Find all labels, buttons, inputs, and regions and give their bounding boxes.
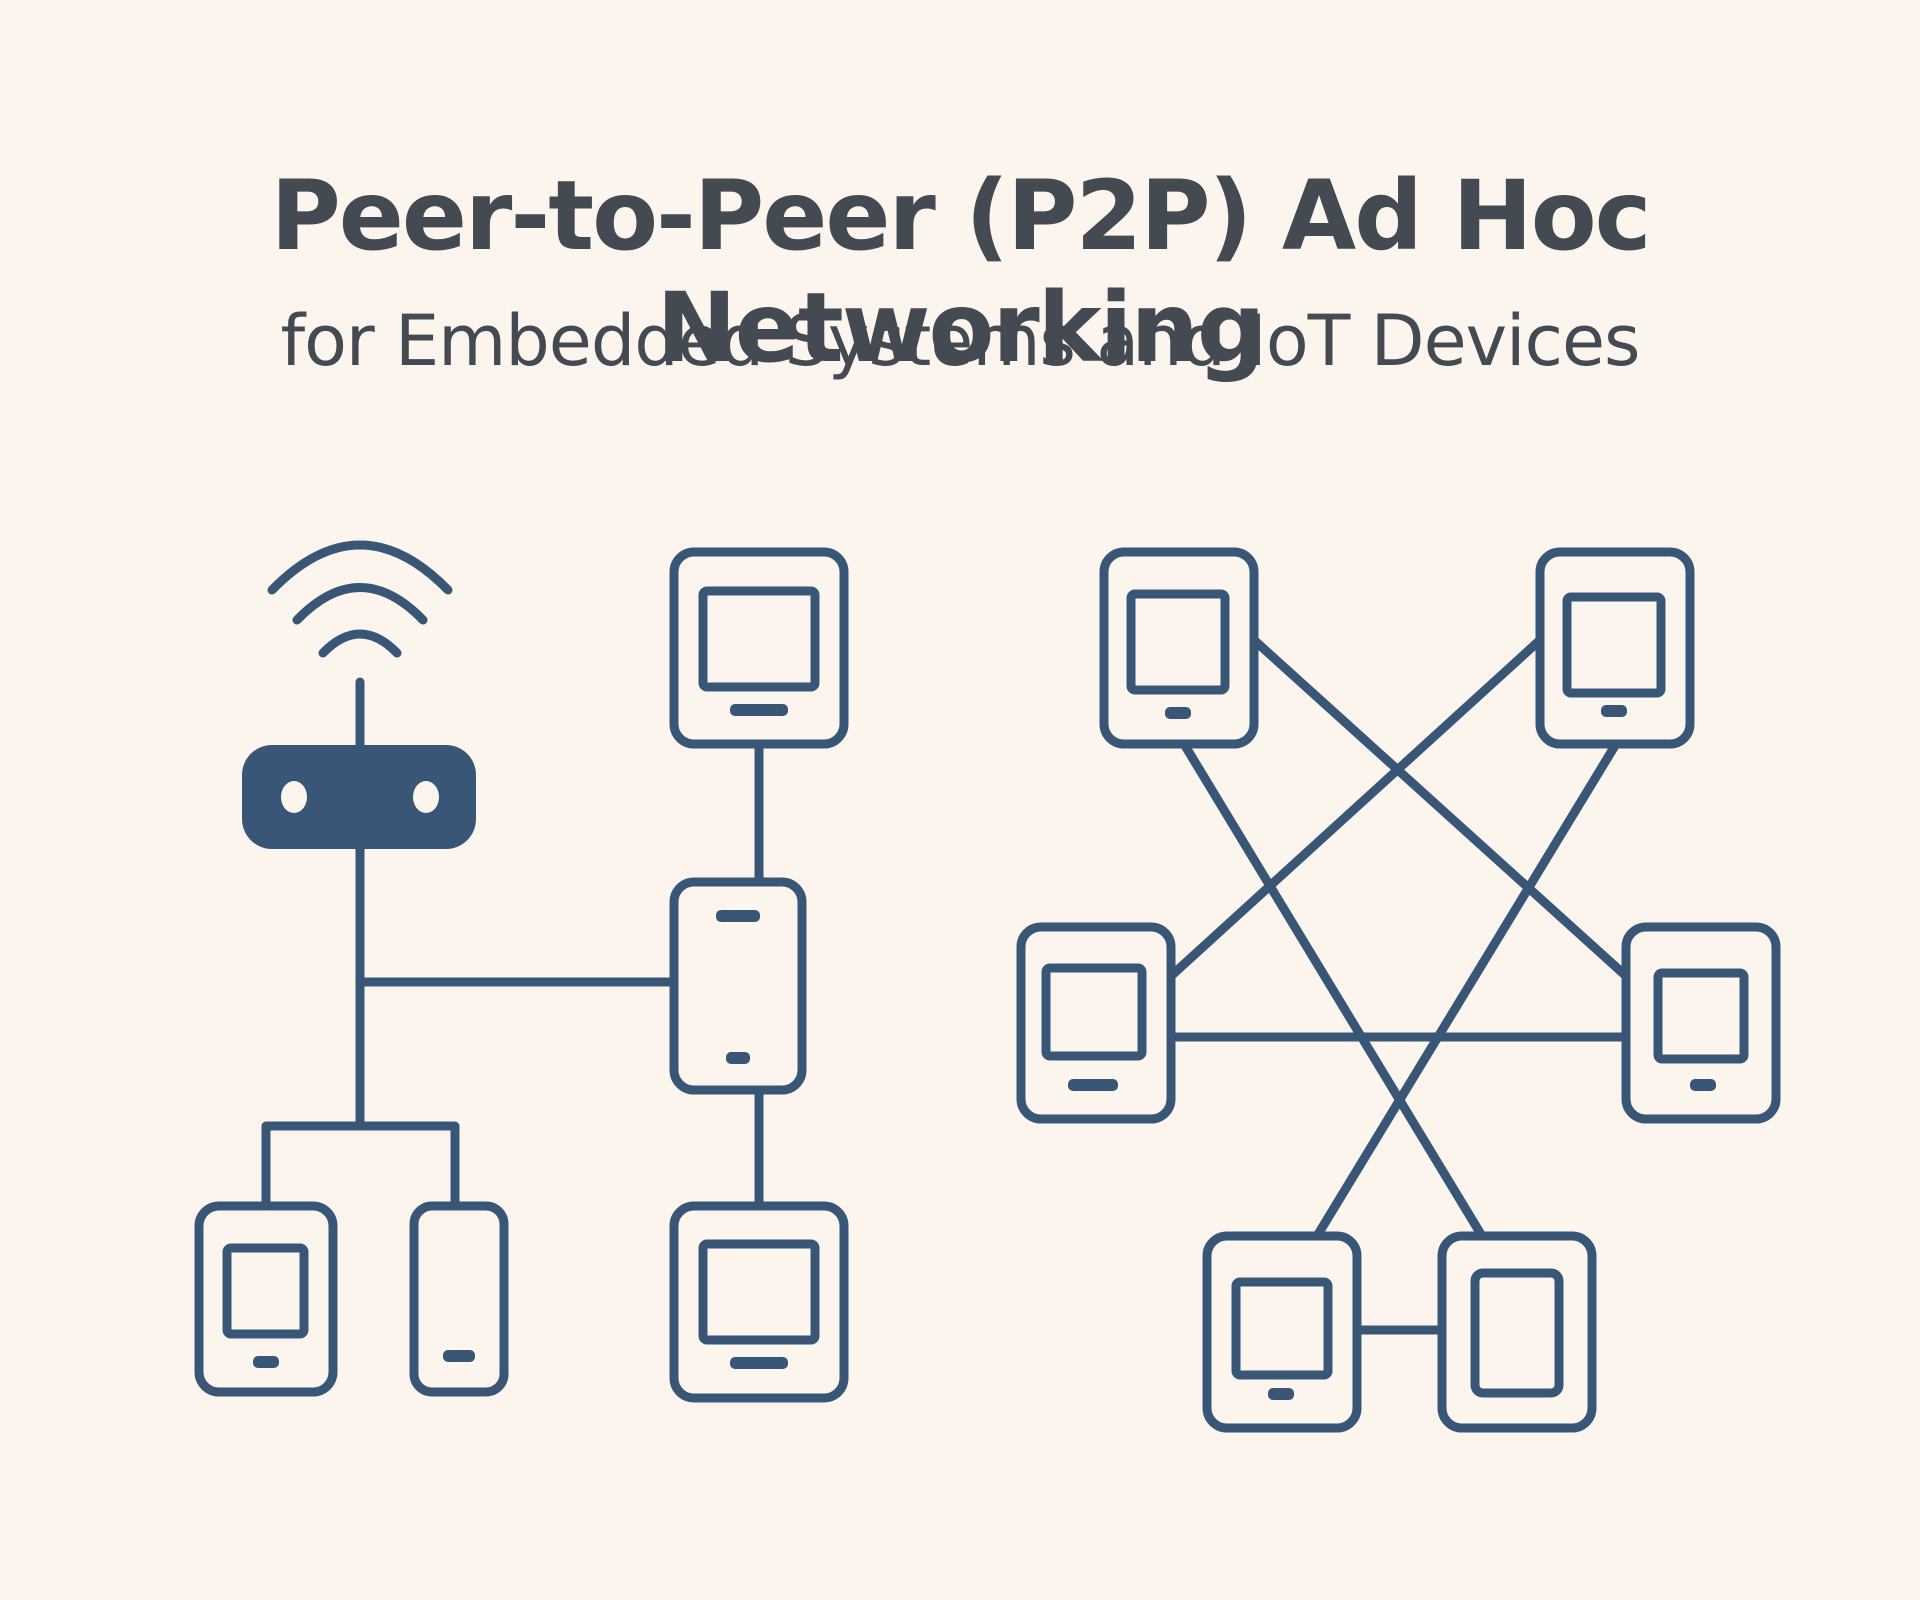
tablet-icon <box>1202 1231 1362 1433</box>
diagram-subtitle: for Embedded Systems and IoT Devices <box>280 300 1640 382</box>
tablet-icon <box>669 547 849 749</box>
infrastructure-network <box>194 540 849 1403</box>
tablet-icon <box>194 1201 338 1397</box>
tablet-icon <box>1099 547 1259 749</box>
tablet-icon <box>1621 922 1781 1124</box>
phone-icon <box>669 877 807 1095</box>
phone-icon <box>409 1201 509 1397</box>
mesh-link <box>1166 635 1545 981</box>
tablet-icon <box>1016 922 1176 1124</box>
tablet-icon <box>1437 1231 1597 1433</box>
tablet-icon <box>669 1201 849 1403</box>
infrastructure-connections <box>261 739 764 1211</box>
link-branch-to-bottom-devices <box>261 1121 460 1211</box>
mesh-link <box>1312 739 1621 1241</box>
wifi-signal-icon <box>267 540 453 658</box>
mesh-link <box>1249 635 1631 981</box>
diagram-title: Peer-to-Peer (P2P) Ad Hoc Networking <box>270 160 1651 384</box>
tablet-icon <box>1535 547 1695 749</box>
mesh-link <box>1179 739 1487 1241</box>
mesh-connections <box>1166 635 1631 1335</box>
ad-hoc-mesh-network <box>1016 547 1781 1433</box>
router-icon <box>242 677 476 849</box>
